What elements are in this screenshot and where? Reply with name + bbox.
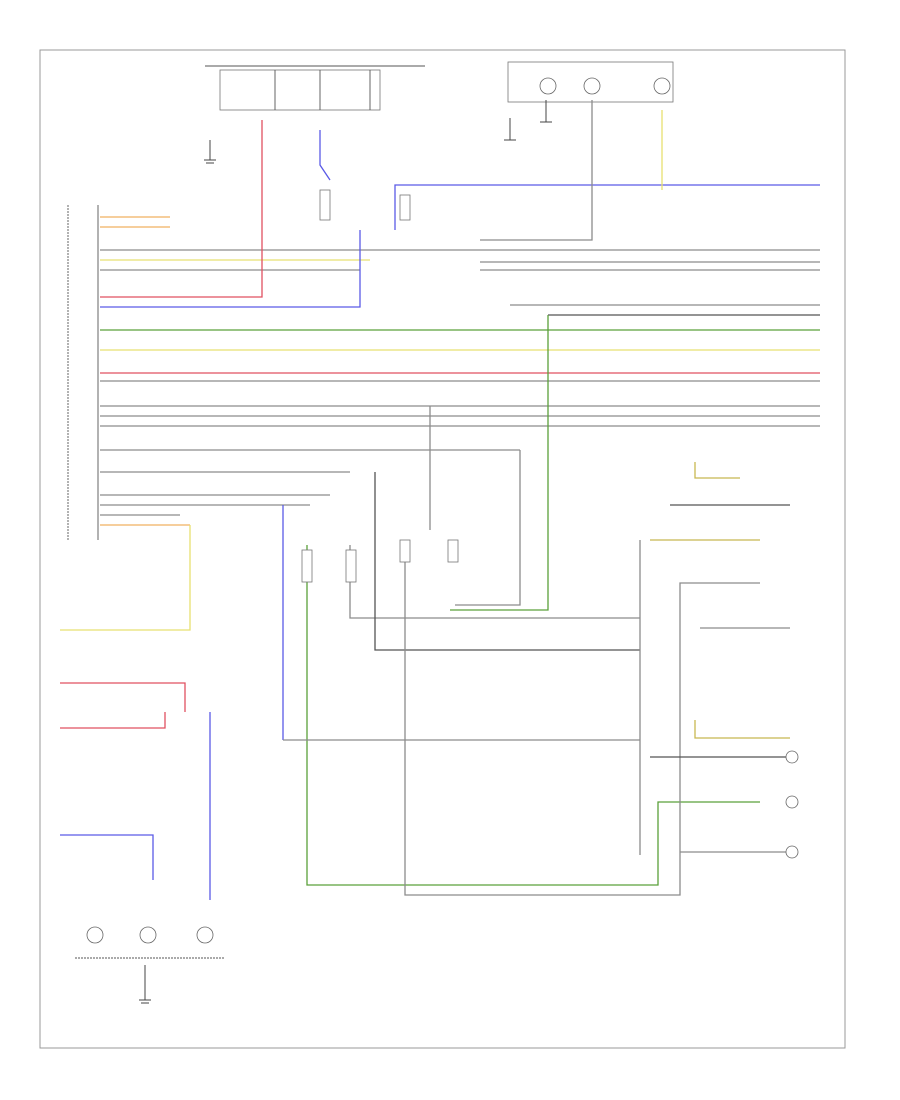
right-bulb-2: [785, 795, 799, 809]
bottom-left-bulb-3: [196, 926, 214, 944]
wire-red-top: [100, 120, 263, 298]
wire-yellow-drop-left: [60, 525, 191, 631]
wire-green-loop: [450, 315, 549, 611]
wire-blue-bottom-left: [60, 834, 154, 880]
top-right-bulb-3: [653, 77, 671, 95]
wire-blue-top-right: [394, 184, 820, 230]
wire-gray-mid-1: [349, 545, 640, 619]
wire-gray-mid-4: [404, 545, 760, 896]
wire-right-olive-3: [694, 462, 740, 479]
diagram-frame: [39, 49, 846, 1049]
bottom-left-bulb-2: [139, 926, 157, 944]
wire-red-left-2: [60, 712, 166, 729]
wire-dark-mid-1: [374, 472, 640, 651]
bottom-left-bulb-1: [86, 926, 104, 944]
wire-blue-upper-comp: [319, 130, 331, 181]
wire-green-bottom: [306, 545, 760, 886]
top-right-bulb-1: [539, 77, 557, 95]
bottom-left-group: [75, 926, 225, 1004]
right-bulb-1: [785, 750, 799, 764]
right-side-bulbs: [785, 750, 799, 859]
wire-red-left: [60, 682, 186, 712]
top-right-component-group: [507, 61, 674, 103]
ground-symbols-top: [204, 100, 552, 164]
wire-harness: [60, 100, 820, 900]
wire-right-olive-2: [694, 720, 790, 739]
right-bulb-3: [785, 845, 799, 859]
mid-connectors: [301, 189, 459, 583]
left-module-bus: [67, 205, 99, 540]
wire-blue-top: [100, 230, 361, 308]
top-center-connector-block: [219, 69, 381, 111]
top-center-component-group: [205, 65, 425, 111]
wire-gray-mid-3: [455, 450, 521, 606]
top-right-bulb-2: [583, 77, 601, 95]
wire-top-right-gray: [480, 100, 593, 241]
